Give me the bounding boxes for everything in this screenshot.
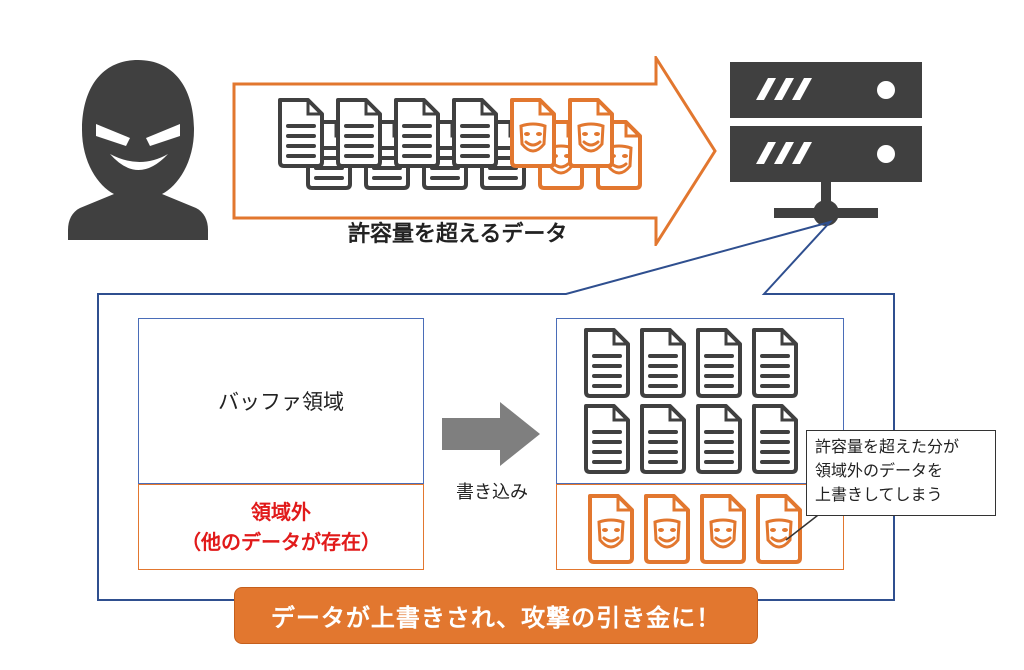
outside-area: 領域外 （他のデータが存在） bbox=[138, 484, 424, 570]
hooded-attacker-icon bbox=[68, 58, 208, 240]
buffer-area-overwritten bbox=[556, 318, 844, 484]
overwrite-note: 許容量を超えた分が 領域外のデータを 上書きしてしまう bbox=[806, 430, 996, 516]
overwrite-note-line1: 許容量を超えた分が bbox=[815, 437, 960, 456]
overflow-data-label: 許容量を超えるデータ bbox=[348, 222, 568, 247]
buffer-area-label: バッファ領域 bbox=[218, 390, 344, 414]
outside-area-sublabel: （他のデータが存在） bbox=[181, 530, 381, 554]
warning-banner: データが上書きされ、攻撃の引き金に！ bbox=[234, 587, 758, 644]
buffer-area: バッファ領域 bbox=[138, 318, 424, 484]
write-label: 書き込み bbox=[456, 482, 528, 503]
server-icon bbox=[730, 62, 922, 232]
data-flow-arrow bbox=[232, 56, 718, 246]
overwrite-note-line2: 領域外のデータを bbox=[815, 461, 944, 480]
arrow-right-icon bbox=[442, 402, 542, 466]
outside-area-label: 領域外 bbox=[251, 500, 311, 524]
warning-banner-text: データが上書きされ、攻撃の引き金に！ bbox=[270, 604, 722, 632]
outside-area-overwritten bbox=[556, 484, 844, 570]
overwrite-note-line3: 上書きしてしまう bbox=[815, 485, 943, 504]
